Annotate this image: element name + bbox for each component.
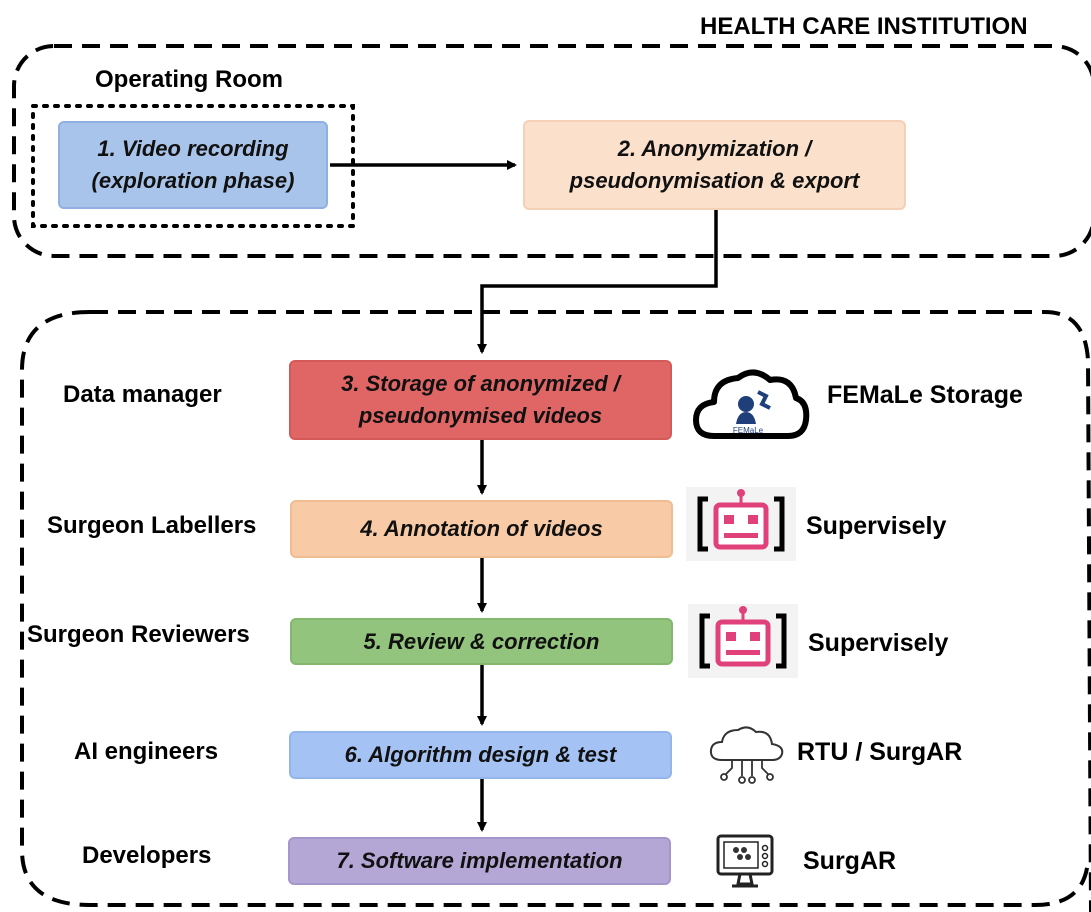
role-surgeon-reviewers: Surgeon Reviewers (27, 621, 250, 648)
female-logo-text: FEMaLe (733, 426, 764, 435)
step-1-line-2: (exploration phase) (91, 168, 295, 193)
operating-room-label: Operating Room (95, 66, 284, 93)
role-surgeon-labellers: Surgeon Labellers (47, 512, 257, 539)
step-1-video-recording: 1. Video recording (exploration phase) (58, 121, 328, 209)
arrow-2-to-3 (477, 210, 718, 354)
step-3-storage: 3. Storage of anonymized / pseudonymised … (289, 360, 672, 440)
step-5-review: 5. Review & correction (290, 618, 673, 665)
tool-label-surgar: SurgAR (803, 847, 897, 875)
role-developers: Developers (82, 842, 212, 869)
tool-label-rtu-surgar: RTU / SurgAR (797, 738, 963, 766)
step-4-annotation: 4. Annotation of videos (290, 500, 673, 558)
step-2-line-2: pseudonymisation & export (569, 168, 860, 193)
institution-region (12, 44, 1091, 258)
monitor-icon (716, 834, 774, 890)
role-data-manager: Data manager (63, 381, 222, 408)
robot-icon (688, 604, 798, 678)
external-region (20, 310, 1091, 912)
cloud-storage-icon: FEMaLe (692, 366, 810, 446)
institution-label: HEALTH CARE INSTITUTION (700, 13, 1028, 40)
step-3-line-2: pseudonymised videos (358, 403, 603, 428)
robot-icon (686, 487, 796, 561)
step-7-software: 7. Software implementation (288, 837, 671, 885)
step-4-line-1: 4. Annotation of videos (360, 516, 603, 541)
step-1-line-1: 1. Video recording (97, 136, 289, 161)
step-7-line-1: 7. Software implementation (336, 848, 623, 873)
step-6-line-1: 6. Algorithm design & test (344, 742, 617, 767)
step-5-line-1: 5. Review & correction (363, 628, 600, 654)
cloud-network-icon (708, 724, 786, 786)
step-2-line-1: 2. Anonymization / (617, 136, 812, 161)
step-6-algorithm: 6. Algorithm design & test (289, 731, 672, 779)
role-ai-engineers: AI engineers (74, 738, 219, 765)
tool-label-supervisely-1: Supervisely (806, 512, 947, 540)
step-3-line-1: 3. Storage of anonymized / (341, 371, 620, 396)
tool-label-supervisely-2: Supervisely (808, 629, 949, 657)
step-2-anonymization: 2. Anonymization / pseudonymisation & exp… (523, 120, 906, 210)
tool-label-female-storage: FEMaLe Storage (827, 381, 1023, 409)
